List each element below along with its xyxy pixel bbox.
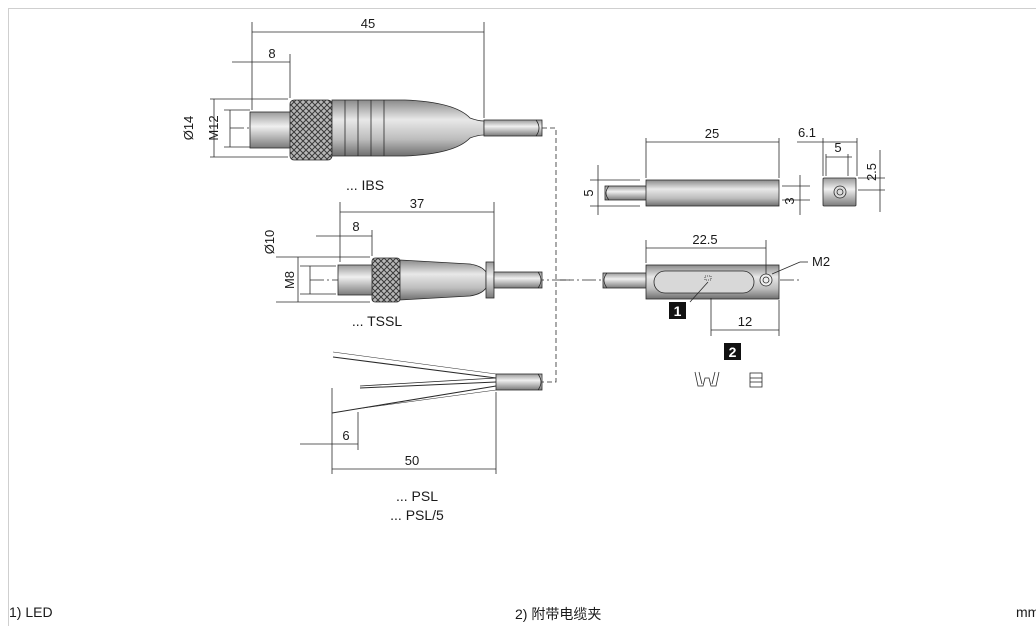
cable-clip-icon (694, 371, 720, 387)
psl-length-dim: 50 (405, 453, 419, 468)
psl5-label: ... PSL/5 (390, 507, 444, 523)
sensor-width-dim: 6.1 (798, 125, 816, 140)
psl-cable (331, 351, 543, 414)
cable-clip-end-icon (749, 372, 763, 388)
tssl-label: ... TSSL (352, 313, 403, 329)
sensor-end-view (822, 177, 857, 207)
ibs-thread-dim: M12 (206, 115, 221, 140)
sensor-top-view (560, 264, 800, 300)
tssl-thread-dim: M8 (282, 271, 297, 289)
sensor-screw-label: M2 (812, 254, 830, 269)
drawing-frame (8, 8, 1036, 626)
sensor-side-view (604, 179, 780, 207)
ibs-length-dim: 45 (361, 16, 375, 31)
psl-strip-dim: 6 (342, 428, 349, 443)
callout-box-1 (669, 302, 686, 319)
ibs-connector (230, 99, 543, 161)
tssl-connector (310, 257, 570, 303)
callout-number-2: 2 (729, 344, 737, 360)
sensor-offset-dim: 2.5 (864, 163, 879, 181)
callout-box-2 (724, 343, 741, 360)
tssl-length-dim: 37 (410, 196, 424, 211)
footnote-led: 1) LED (9, 604, 53, 620)
callout-number-1: 1 (674, 303, 682, 319)
sensor-led-offset-dim: 12 (738, 314, 752, 329)
tssl-grip-dim: 8 (352, 219, 359, 234)
sensor-mount-dim: 22.5 (692, 232, 717, 247)
footnote-cable-clip: 2) 附带电缆夹 (515, 606, 602, 622)
tssl-diameter-dim: Ø10 (262, 230, 277, 255)
sensor-height-dim: 5 (581, 189, 596, 196)
sensor-inner-dim: 5 (834, 140, 841, 155)
ibs-diameter-dim: Ø14 (181, 116, 196, 141)
psl-label: ... PSL (396, 488, 438, 504)
unit-label: mm (1016, 604, 1036, 620)
sensor-cable-dim: 3 (782, 197, 797, 204)
ibs-grip-dim: 8 (268, 46, 275, 61)
ibs-label: ... IBS (346, 177, 384, 193)
sensor-length-dim: 25 (705, 126, 719, 141)
